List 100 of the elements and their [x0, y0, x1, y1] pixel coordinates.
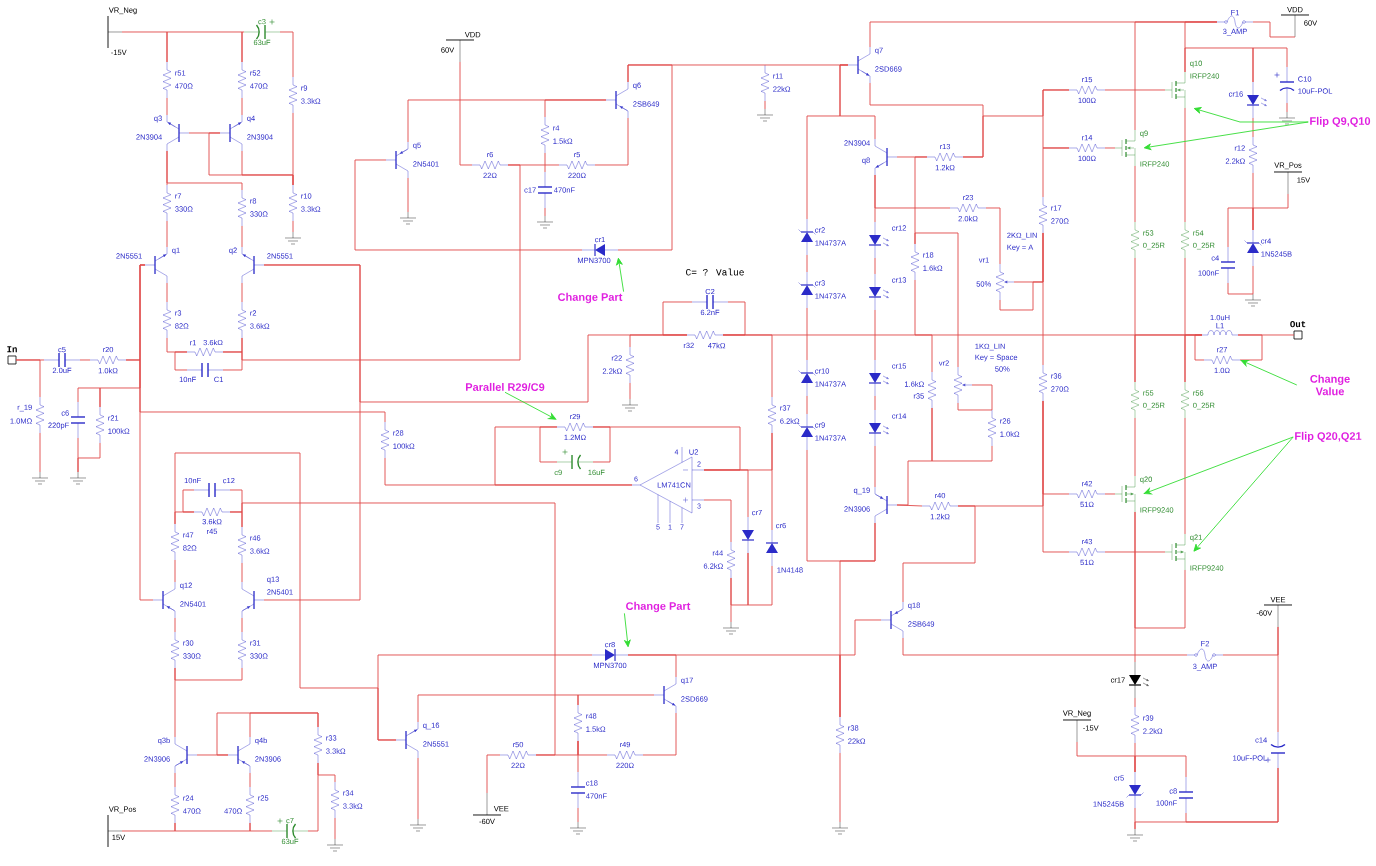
wire — [1134, 165, 1136, 223]
wire — [407, 99, 607, 143]
wire — [139, 264, 386, 423]
wire — [166, 97, 168, 116]
wire — [764, 100, 766, 110]
wire — [1252, 47, 1288, 83]
wire — [241, 282, 243, 303]
wire — [544, 207, 546, 217]
wire — [317, 762, 336, 783]
wire — [229, 489, 243, 513]
wire — [174, 667, 243, 681]
terminal-label: Out — [1290, 321, 1306, 328]
wire — [241, 150, 294, 186]
wire — [1042, 89, 1070, 149]
wire — [874, 395, 876, 411]
annotation-text: C= ? Value — [686, 268, 744, 276]
wire — [771, 432, 773, 531]
pointer-arrow — [1143, 436, 1294, 495]
wire — [174, 617, 176, 633]
wire — [642, 712, 677, 756]
wire — [377, 654, 593, 741]
annotation-text: Change Value — [1310, 374, 1350, 396]
annotation-text: Flip Q9,Q10 — [1310, 116, 1371, 128]
wire — [166, 282, 168, 303]
ground-symbol — [1278, 111, 1296, 125]
wire — [1286, 102, 1288, 113]
wire — [747, 552, 773, 606]
wire — [896, 407, 933, 506]
wire — [722, 334, 773, 398]
wire — [77, 442, 101, 473]
wire — [1042, 147, 1070, 198]
annotation-text: Change Part — [558, 292, 623, 304]
wire — [174, 772, 176, 788]
wire — [125, 359, 154, 601]
wire — [1042, 400, 1070, 553]
wire — [334, 817, 336, 840]
wire — [1134, 257, 1136, 383]
ground-symbol — [536, 215, 554, 229]
wire — [1252, 117, 1254, 138]
wire — [1134, 755, 1187, 778]
wire — [174, 559, 176, 583]
ground-symbol — [326, 838, 344, 852]
pointer-arrow — [623, 612, 631, 648]
wire — [539, 426, 558, 463]
wire — [577, 694, 655, 706]
wire — [1184, 107, 1186, 223]
wire — [354, 159, 583, 251]
wire — [662, 301, 693, 336]
wire — [902, 637, 1188, 656]
ground-symbol — [399, 211, 417, 225]
wire — [914, 279, 933, 373]
wire — [249, 772, 251, 788]
ground-symbol — [31, 471, 49, 485]
wire — [806, 307, 808, 361]
wire — [384, 457, 633, 486]
wire — [594, 117, 629, 166]
wire — [1194, 334, 1205, 361]
wire — [869, 21, 1218, 48]
wire — [839, 752, 841, 823]
wire — [486, 754, 501, 794]
pointer-arrow — [504, 391, 557, 420]
pointer-arrow — [1240, 359, 1298, 386]
ground-symbol — [1244, 293, 1262, 307]
wire — [1184, 417, 1186, 535]
wire — [703, 499, 732, 543]
wire — [544, 152, 546, 173]
wire — [985, 207, 1001, 265]
wire — [216, 712, 319, 756]
wire — [1042, 232, 1044, 366]
wire — [535, 740, 579, 756]
wire — [39, 432, 41, 473]
wire — [957, 402, 993, 411]
annotation-text: Change Part — [626, 601, 691, 613]
annotation-text: Flip Q20,Q21 — [1295, 431, 1362, 443]
wire — [1184, 257, 1186, 383]
wire — [1134, 417, 1136, 477]
wire — [874, 174, 951, 209]
pointer-arrow — [616, 257, 625, 293]
wire — [174, 822, 251, 832]
ground-symbol — [284, 231, 302, 245]
wire — [577, 807, 579, 823]
wire — [1104, 147, 1116, 149]
wire — [1104, 493, 1116, 495]
wire — [241, 31, 245, 63]
wire — [839, 64, 876, 140]
ground-symbol — [1126, 828, 1144, 842]
wire — [1252, 265, 1254, 295]
annotation-text: Parallel R29/C9 — [466, 382, 545, 392]
wire — [241, 164, 521, 361]
wire — [617, 64, 673, 251]
wire — [1237, 334, 1263, 361]
wire — [241, 225, 243, 248]
wire — [279, 31, 294, 78]
ground-symbol — [621, 398, 639, 412]
wire — [166, 220, 168, 248]
wire — [874, 309, 876, 361]
wire — [15, 359, 41, 398]
pointer-arrow — [1143, 121, 1309, 151]
terminal-label: In — [7, 346, 17, 353]
pointer-arrow — [1193, 436, 1294, 552]
